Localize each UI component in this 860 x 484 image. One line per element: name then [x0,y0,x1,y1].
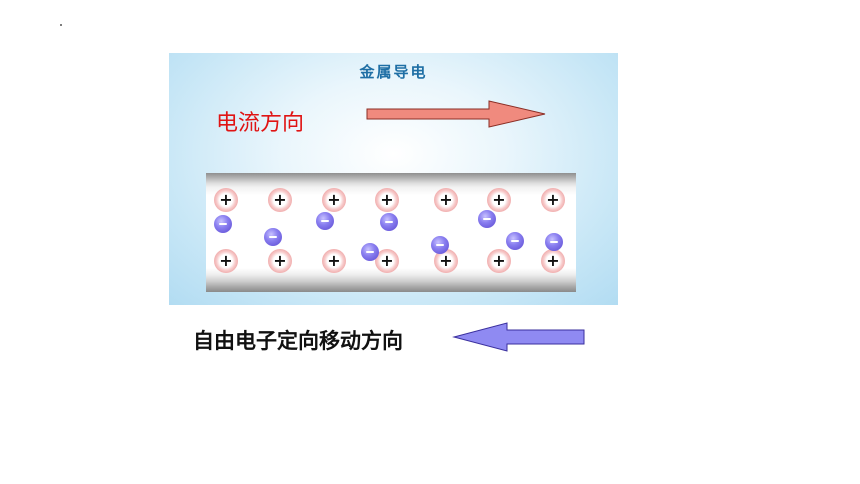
electron-direction-label: 自由电子定向移动方向 [193,329,403,353]
free-electron [380,213,398,231]
positive-ion: + [487,188,511,212]
positive-ion: + [375,188,399,212]
positive-ion: + [541,188,565,212]
positive-ion: + [375,249,399,273]
current-direction-arrow [366,100,546,128]
metal-wire: + + + + + + + + + + + + + + [206,173,576,292]
positive-ion: + [541,249,565,273]
free-electron [214,215,232,233]
positive-ion: + [268,188,292,212]
free-electron [506,232,524,250]
positive-ion: + [214,188,238,212]
free-electron [316,212,334,230]
electron-direction-arrow [452,322,585,352]
free-electron [545,233,563,251]
positive-ion: + [268,249,292,273]
positive-ion: + [214,249,238,273]
current-direction-label: 电流方向 [216,111,305,136]
positive-ion: + [487,249,511,273]
metal-conduction-panel: 金属导电 电流方向 + + + + + + + + + + + + + + [169,53,618,305]
positive-ion: + [434,188,458,212]
free-electron [431,236,449,254]
panel-title: 金属导电 [359,63,428,81]
current-arrow-layer [366,100,546,128]
free-electron [361,243,379,261]
positive-ion: + [322,188,346,212]
positive-ion: + [322,249,346,273]
free-electron [478,210,496,228]
stray-dot [60,24,62,26]
free-electron [264,228,282,246]
